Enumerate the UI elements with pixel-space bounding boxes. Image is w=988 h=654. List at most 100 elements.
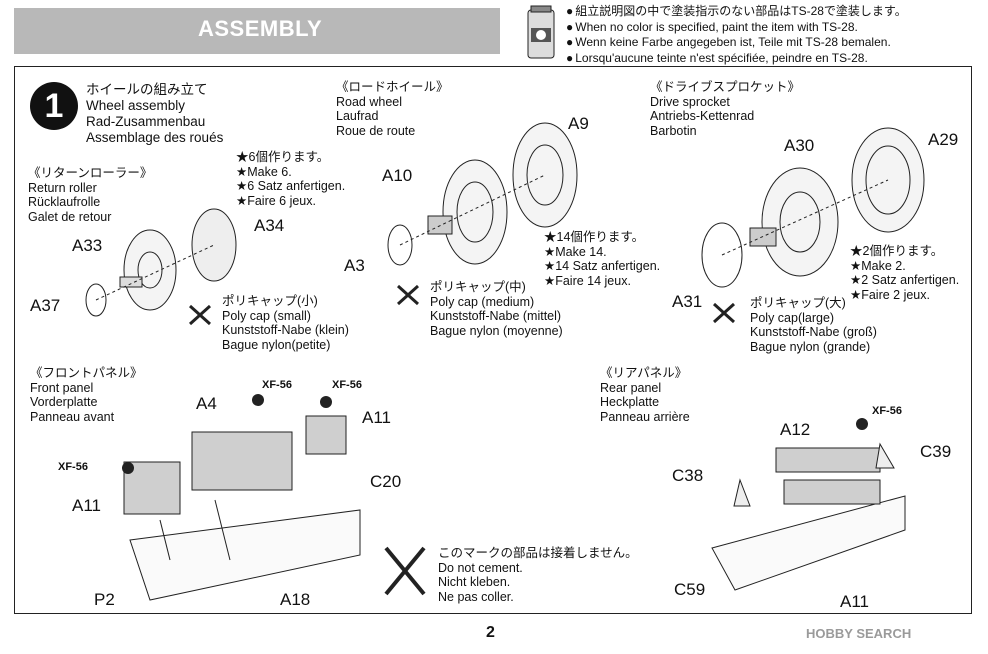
part-label: A11 [362,408,391,427]
part-label: P2 [94,590,115,609]
label-line: ★2 Satz anfertigen. [850,273,960,287]
label-line: Vorderplatte [30,395,98,409]
return-roller-drawing [85,208,237,317]
label-line: Bague nylon (grande) [750,339,871,354]
note-line: When no color is specified, paint the it… [566,20,907,36]
part-label: A31 [672,292,703,311]
part-label: A11 [840,592,869,611]
part-label: A9 [568,114,589,133]
step-title: ホイールの組み立て Wheel assembly Rad-Zusammenbau… [86,82,223,146]
header-bar [14,8,500,54]
part-label: C59 [674,580,706,599]
road-wheel-title: 《ロードホイール》 Road wheel Laufrad Roue de rou… [336,80,449,138]
return-roller-make: ★6個作ります。 ★Make 6. ★6 Satz anfertigen. ★F… [236,150,345,208]
step-title-fr: Assemblage des roués [86,130,224,145]
label-line: Return roller [28,180,97,195]
label-line: 《ロードホイール》 [336,80,449,94]
road-wheel-make: ★14個作ります。 ★Make 14. ★14 Satz anfertigen.… [544,230,660,288]
label-line: ★Faire 6 jeux. [236,193,316,208]
label-line: Panneau avant [30,409,115,424]
label-line: Laufrad [336,109,379,123]
note-line: Wenn keine Farbe angegeben ist, Teile mi… [566,35,907,51]
drive-sprocket-title: 《ドライブスプロケット》 Drive sprocket Antriebs-Ket… [650,80,800,138]
part-label: C38 [672,466,704,485]
step-title-en: Wheel assembly [86,98,186,113]
part-label: A12 [780,420,811,439]
label-line: ★14個作ります。 [544,230,645,244]
watermark: HOBBY SEARCH [806,626,912,641]
front-panel-drawing [123,415,361,601]
part-label: A29 [928,130,959,149]
part-label: A11 [72,496,101,515]
part-label: C39 [920,442,952,461]
drive-sprocket-polycap: ポリキャップ(大) Poly cap(large) Kunststoff-Nab… [750,296,877,354]
assembly-frame [14,66,972,614]
label-line: Galet de retour [28,209,112,224]
paint-label: XF-56 [872,405,902,417]
part-label: A4 [196,394,217,413]
label-line: ★2個作ります。 [850,244,944,258]
label-line: 《リアパネル》 [600,366,688,380]
label-line: Kunststoff-Nabe (groß) [750,325,877,339]
label-line: このマークの部品は接着しません。 [438,546,638,560]
label-line: Do not cement. [438,560,523,575]
part-label: A30 [784,136,815,155]
paint-marker-icon [122,462,134,474]
no-cement-icon [384,546,426,596]
label-line: ポリキャップ(小) [222,294,318,308]
label-line: Poly cap (small) [222,308,311,323]
label-line: Antriebs-Kettenrad [650,109,755,123]
label-line: ポリキャップ(大) [750,296,846,310]
part-label: C20 [370,472,402,491]
road-wheel-polycap: ポリキャップ(中) Poly cap (medium) Kunststoff-N… [430,280,563,338]
step-number: 1 [30,82,78,130]
rear-panel-title: 《リアパネル》 Rear panel Heckplatte Panneau ar… [600,366,690,424]
page-number: 2 [486,624,495,641]
label-line: Heckplatte [600,395,660,409]
part-label: A37 [30,296,61,315]
label-line: Roue de route [336,123,416,138]
label-line: Drive sprocket [650,94,730,109]
road-wheel-drawing [387,122,578,266]
part-label: A3 [344,256,365,275]
paint-can-icon [527,5,555,59]
page-title: ASSEMBLY [198,16,323,41]
return-roller-polycap: ポリキャップ(小) Poly cap (small) Kunststoff-Na… [222,294,349,352]
paint-label: XF-56 [58,461,88,473]
label-line: Front panel [30,380,94,395]
label-line: ポリキャップ(中) [430,280,526,294]
paint-marker-icon [252,394,264,406]
part-label: A10 [382,166,413,185]
return-roller-title: 《リターンローラー》 Return roller Rücklaufrolle G… [28,166,152,224]
drive-sprocket-make: ★2個作ります。 ★Make 2. ★2 Satz anfertigen. ★F… [850,244,959,302]
label-line: Nicht kleben. [438,575,511,589]
label-line: Poly cap(large) [750,310,835,325]
rear-panel-drawing [711,442,906,591]
paint-notes: 組立説明図の中で塗装指示のない部品はTS-28で塗装します。 When no c… [566,4,907,67]
label-line: Road wheel [336,94,403,109]
label-line: ★6個作ります。 [236,150,330,164]
label-line: 《ドライブスプロケット》 [650,80,801,94]
label-line: ★Faire 2 jeux. [850,287,930,302]
label-line: Kunststoff-Nabe (mittel) [430,309,562,323]
label-line: 《リターンローラー》 [28,166,153,180]
no-cement-note: このマークの部品は接着しません。 Do not cement. Nicht kl… [438,546,638,604]
part-label: A34 [254,216,285,235]
label-line: ★14 Satz anfertigen. [544,259,661,273]
paint-marker-icon [320,396,332,408]
label-line: Bague nylon(petite) [222,337,331,352]
label-line: Rear panel [600,380,662,395]
drive-sprocket-drawing [701,127,925,288]
label-line: Poly cap (medium) [430,294,535,309]
label-line: ★Make 6. [236,164,292,179]
step-title-jp: ホイールの組み立て [86,82,208,97]
label-line: Rücklaufrolle [28,195,101,209]
note-line: Lorsqu'aucune teinte n'est spécifiée, pe… [566,51,907,67]
label-line: Bague nylon (moyenne) [430,323,563,338]
paint-label: XF-56 [332,379,362,391]
paint-label: XF-56 [262,379,292,391]
label-line: ★Faire 14 jeux. [544,273,631,288]
label-line: ★6 Satz anfertigen. [236,179,346,193]
label-line: 《フロントパネル》 [30,366,143,380]
